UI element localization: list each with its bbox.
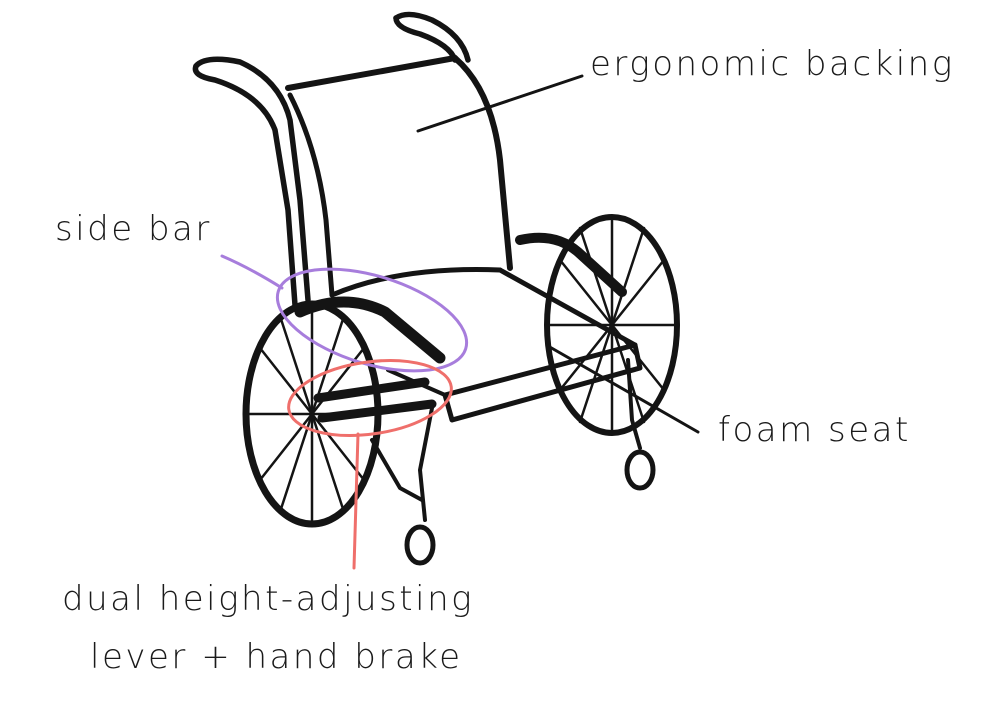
ergonomic-backing-leader xyxy=(416,74,584,133)
side-bar-leader xyxy=(220,254,284,290)
foam-seat-leader xyxy=(546,344,700,434)
lever-and-brake xyxy=(313,377,437,423)
right-caster xyxy=(624,358,656,491)
lever-highlight xyxy=(287,359,453,437)
ergonomic-backing xyxy=(192,11,513,308)
lever-leader xyxy=(352,432,360,570)
label-foam-seat: foam seat xyxy=(718,410,911,450)
left-side-bar xyxy=(294,296,446,364)
label-side-bar: side bar xyxy=(55,209,212,249)
label-lever-line2: lever + hand brake xyxy=(90,637,463,677)
right-armrest xyxy=(515,232,627,297)
left-caster xyxy=(370,406,436,566)
label-lever-line1: dual height-adjusting xyxy=(62,579,474,619)
label-ergonomic-backing: ergonomic backing xyxy=(590,44,955,84)
foam-seat xyxy=(386,267,643,423)
